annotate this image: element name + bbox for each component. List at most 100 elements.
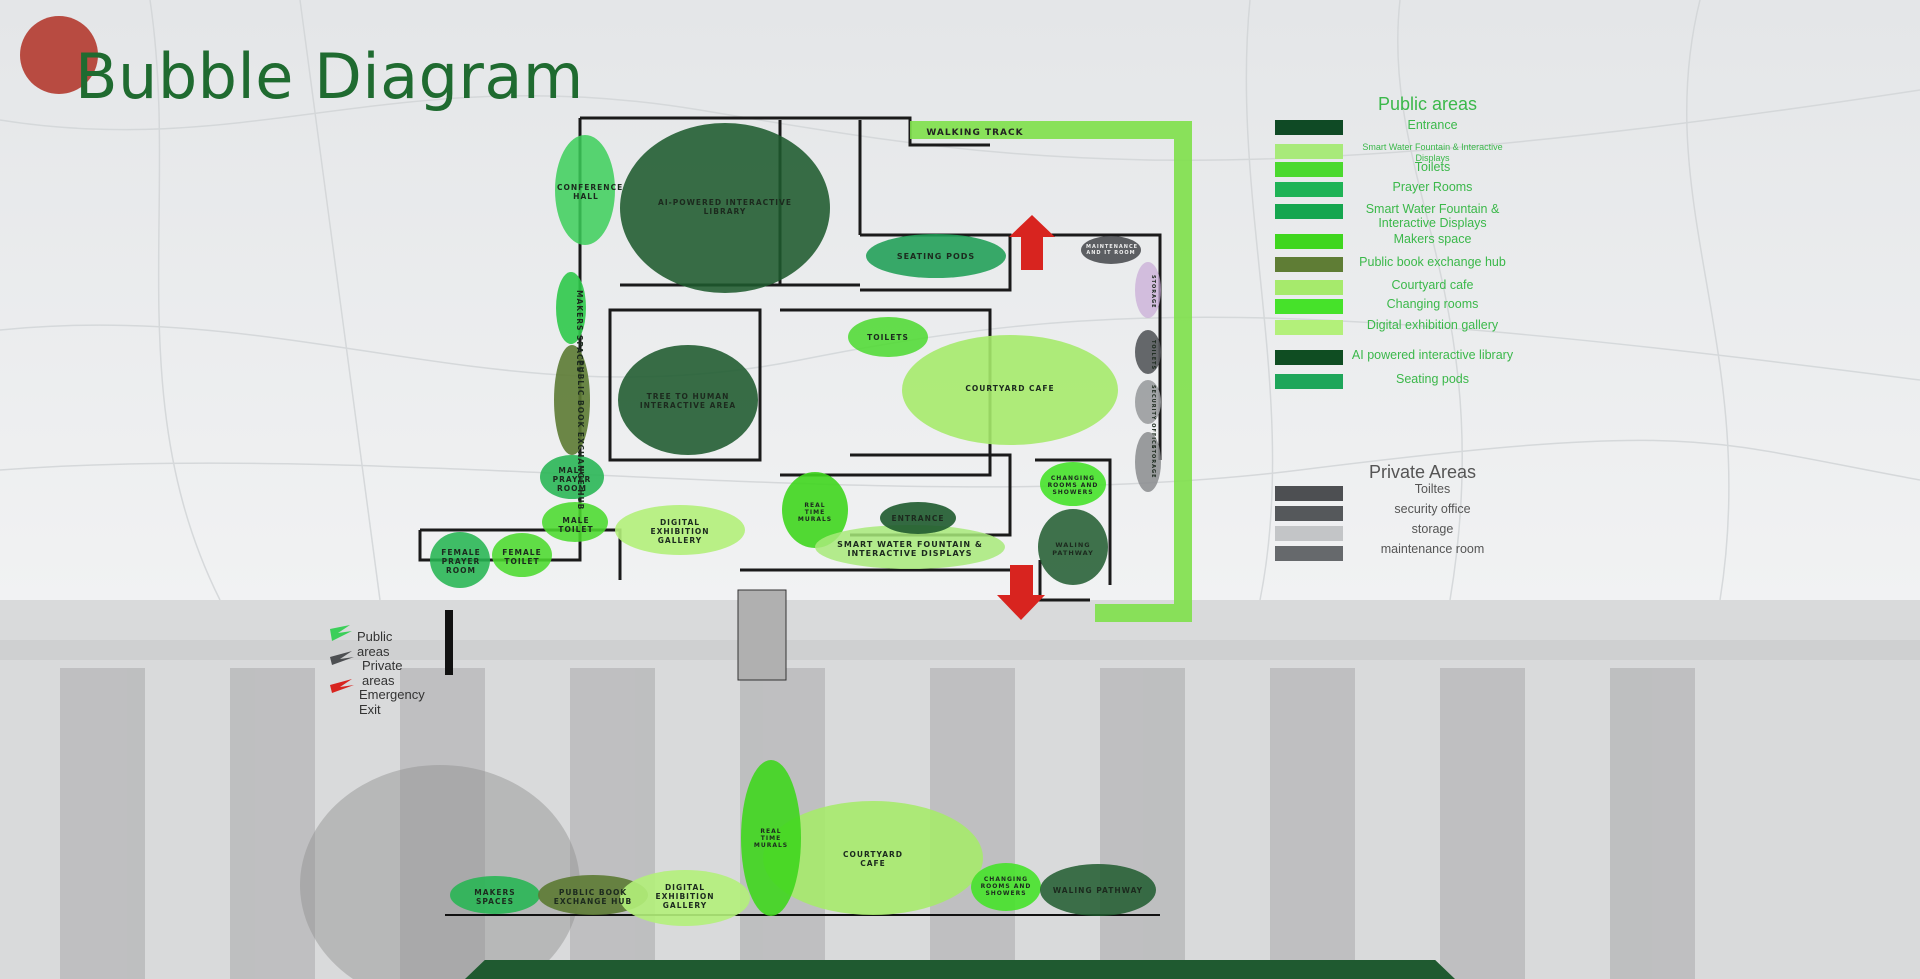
emergency-exit-arrows — [997, 215, 1055, 620]
legend-public-item: Entrance — [1275, 118, 1520, 140]
legend-label: Digital exhibition gallery — [1366, 318, 1499, 332]
bubble-maintenance — [1081, 236, 1141, 264]
legend-label: Makers space — [1393, 232, 1472, 246]
bubble-toilets — [848, 317, 928, 357]
legend-swatch — [1275, 546, 1343, 561]
legend-swatch — [1275, 120, 1343, 135]
plan-bubbles — [430, 123, 1161, 588]
legend-swatch — [1275, 204, 1343, 219]
legend-label: storage — [1411, 522, 1454, 536]
legend-label: Courtyard cafe — [1391, 278, 1474, 292]
bubble-security — [1135, 380, 1161, 424]
page-title: Bubble Diagram — [75, 40, 584, 113]
section-makers — [450, 876, 540, 914]
legend-label: Prayer Rooms — [1392, 180, 1473, 194]
bubble-courtyard-cafe — [902, 335, 1118, 445]
title-dot — [20, 16, 98, 94]
bubble-conference-hall — [555, 135, 615, 245]
bubble-entrance — [880, 502, 956, 534]
bubble-male-prayer — [540, 455, 604, 499]
bubble-female-toilet — [492, 533, 552, 577]
legend-private-heading: Private Areas — [1368, 462, 1477, 482]
section-courtyard — [763, 801, 983, 915]
legend-swatch — [1275, 526, 1343, 541]
bubble-book-exchange — [554, 345, 590, 455]
legend-public-item: Changing rooms — [1275, 297, 1520, 319]
legend-public-item: Smart Water Fountain & Interactive Displ… — [1275, 202, 1520, 230]
key-public-icon — [330, 625, 352, 641]
key-emergency-icon — [330, 679, 354, 693]
bubble-toilets-private — [1135, 330, 1161, 374]
bubble-changing-rooms — [1040, 462, 1106, 506]
exit-arrow-up — [1009, 215, 1055, 270]
bubble-makers-spaces — [556, 272, 586, 344]
legend-private-item: maintenance room — [1275, 542, 1520, 566]
section-walking — [1040, 864, 1156, 916]
legend-label: AI powered interactive library — [1351, 348, 1514, 362]
legend-swatch — [1275, 162, 1343, 177]
key-icons — [330, 625, 354, 693]
legend-label: Public book exchange hub — [1359, 255, 1506, 269]
legend-swatch — [1275, 486, 1343, 501]
legend-swatch — [1275, 280, 1343, 295]
bubble-smart-water — [815, 525, 1005, 569]
walking-track-path — [910, 121, 1192, 622]
key-public-label: Public areas — [357, 629, 393, 659]
legend-label: Toilets — [1414, 160, 1451, 174]
legend-public-item: Makers space — [1275, 232, 1520, 254]
legend-swatch — [1275, 234, 1343, 249]
legend-private-item: storage — [1275, 522, 1520, 546]
legend-private-item: Toiltes — [1275, 482, 1520, 506]
key-private-label: Private areas — [362, 658, 403, 688]
bubble-ai-library — [620, 123, 830, 293]
bottom-bar — [465, 960, 1455, 979]
bubble-security-2 — [1135, 432, 1161, 492]
key-emergency-label: Emergency Exit — [359, 687, 425, 717]
section-changing — [971, 863, 1041, 911]
legend-label: Toiltes — [1414, 482, 1451, 496]
legend-swatch — [1275, 257, 1343, 272]
bubble-seating-pods — [866, 234, 1006, 278]
legend-label: Smart Water Fountain & Interactive Displ… — [1362, 142, 1503, 163]
bubble-real-time-murals — [782, 472, 848, 548]
legend-label: Entrance — [1407, 118, 1458, 132]
legend-label: maintenance room — [1380, 542, 1485, 556]
bubble-tree-to-human — [618, 345, 758, 455]
legend-swatch — [1275, 144, 1343, 159]
legend-public-item: Digital exhibition gallery — [1275, 318, 1520, 340]
key-private-icon — [330, 651, 354, 665]
legend-swatch — [1275, 350, 1343, 365]
legend-swatch — [1275, 182, 1343, 197]
legend-private-item: security office — [1275, 502, 1520, 526]
legend-public-item: Seating pods — [1275, 372, 1520, 394]
legend-public-item: Courtyard cafe — [1275, 278, 1520, 300]
legend-public-item: AI powered interactive library — [1275, 348, 1520, 370]
bubble-female-prayer — [430, 532, 490, 588]
legend-public-item: Toilets — [1275, 160, 1520, 182]
section-murals — [741, 760, 801, 916]
exit-arrow-down — [997, 565, 1045, 620]
bubble-storage — [1135, 262, 1161, 318]
bubble-male-toilet — [542, 502, 608, 542]
legend-label: Changing rooms — [1386, 297, 1479, 311]
legend-public-item: Smart Water Fountain & Interactive Displ… — [1275, 142, 1520, 164]
legend-swatch — [1275, 299, 1343, 314]
building-columns — [60, 668, 1695, 979]
legend-swatch — [1275, 506, 1343, 521]
legend-swatch — [1275, 374, 1343, 389]
legend-public-item: Prayer Rooms — [1275, 180, 1520, 202]
section-book-exchange — [538, 875, 648, 915]
section-digital — [620, 870, 750, 926]
legend-label: Seating pods — [1396, 372, 1469, 386]
bubble-digital-exhibition — [615, 505, 745, 555]
legend-swatch — [1275, 320, 1343, 335]
legend-label: security office — [1394, 502, 1471, 516]
bubble-walking-pathway — [1038, 509, 1108, 585]
legend-label: Smart Water Fountain & Interactive Displ… — [1365, 202, 1500, 230]
legend-public-heading: Public areas — [1377, 94, 1478, 114]
legend-public-item: Public book exchange hub — [1275, 255, 1520, 277]
section-bubbles — [450, 760, 1156, 926]
